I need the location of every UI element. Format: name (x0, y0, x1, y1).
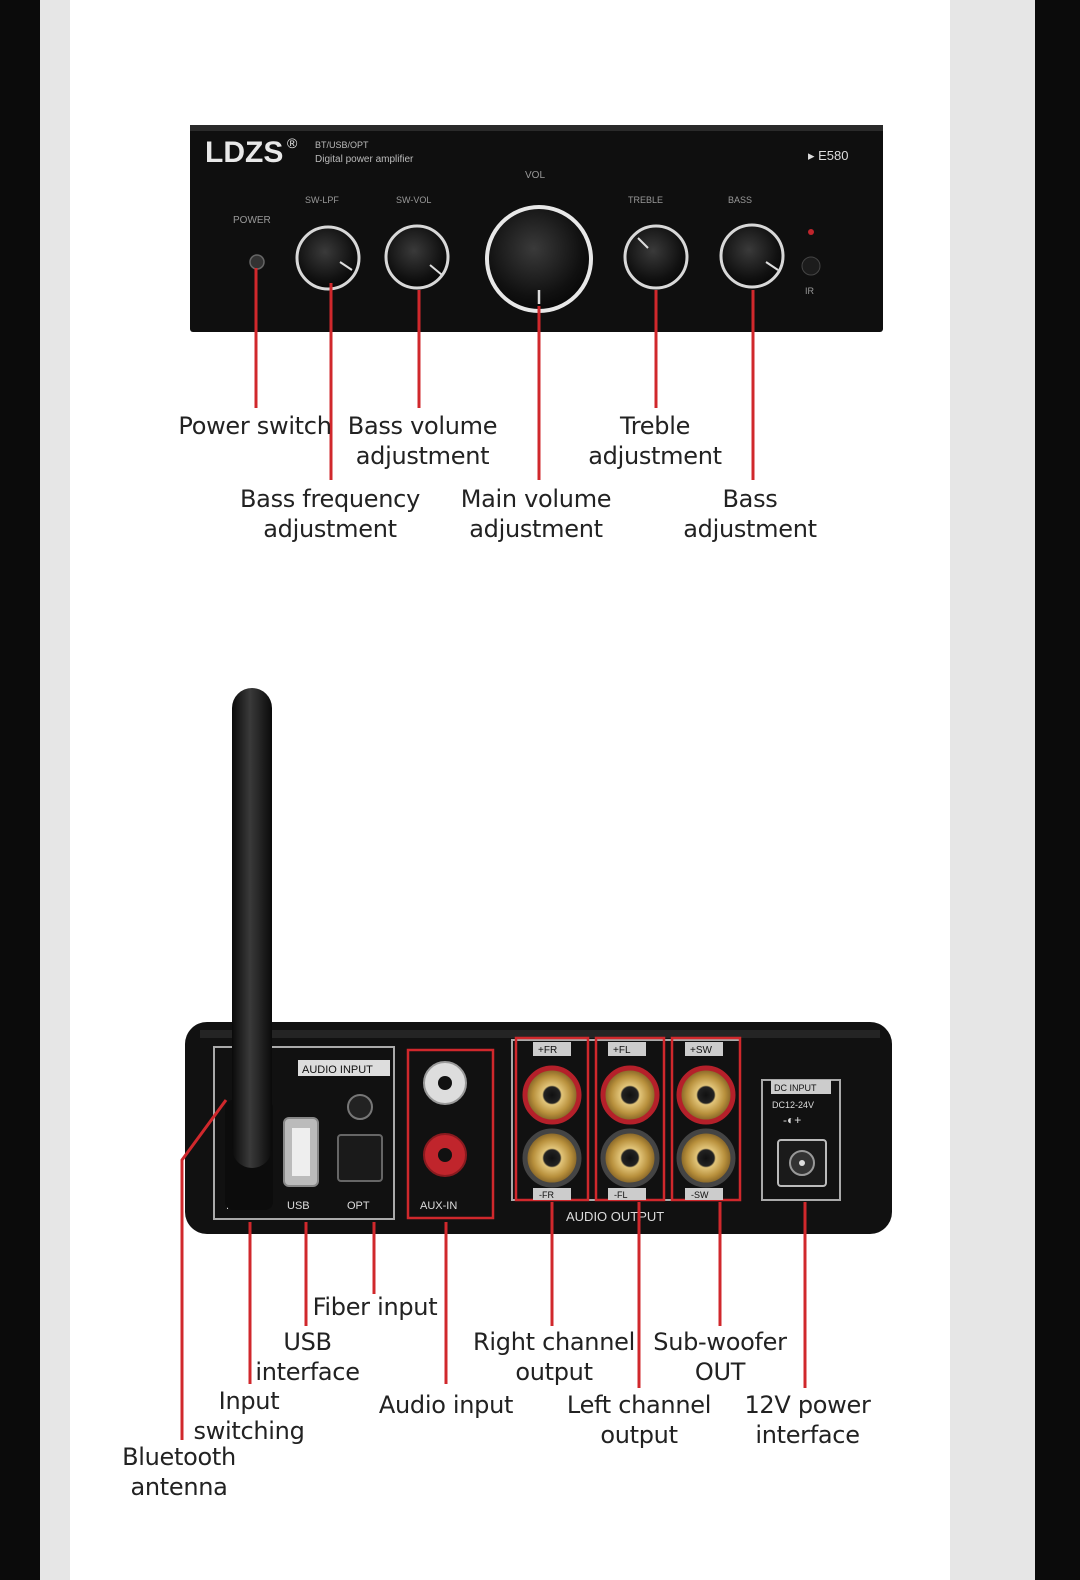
usb-port-label: USB (287, 1200, 310, 1212)
aux-jack[interactable] (347, 1094, 373, 1120)
ir-receiver (801, 256, 821, 276)
brand-mark: ® (287, 135, 298, 151)
callout-input-switching: Input switching (193, 1387, 305, 1445)
callout-left-channel: Left channel output (566, 1391, 712, 1449)
vol-label: VOL (525, 170, 545, 181)
dc-range-label: DC12-24V (772, 1100, 814, 1110)
power-label: POWER (233, 215, 271, 226)
callout-right-channel: Right channel output (473, 1328, 635, 1386)
fl-minus-label: -FL (614, 1190, 628, 1200)
sw-vol-label: SW-VOL (396, 195, 431, 205)
sw-minus-rca[interactable] (676, 1128, 736, 1188)
callout-subwoofer: Sub-woofer OUT (653, 1328, 787, 1386)
opt-port-label: OPT (347, 1200, 370, 1212)
front-subtitle-1: BT/USB/OPT (315, 140, 369, 150)
callout-power-switch: Power switch (178, 412, 332, 440)
ir-label: IR (805, 286, 815, 296)
front-panel: LDZS ® BT/USB/OPT Digital power amplifie… (190, 125, 883, 332)
back-panel: AUDIO INPUT INPUT USB OPT AUX-IN +FR +FL… (185, 1022, 892, 1234)
brand-logo: LDZS (205, 136, 283, 169)
fl-plus-label: +FL (613, 1045, 631, 1056)
power-switch[interactable] (249, 254, 265, 270)
model-label: ▸ E580 (808, 148, 849, 163)
optical-port[interactable] (337, 1134, 383, 1182)
callout-usb-interface: USB interface (255, 1328, 360, 1386)
sw-minus-label: -SW (691, 1190, 709, 1200)
dc-polarity-label: -◐+ (783, 1113, 801, 1127)
front-subtitle-2: Digital power amplifier (315, 154, 414, 165)
fr-minus-label: -FR (539, 1190, 554, 1200)
sw-vol-knob[interactable] (384, 224, 450, 290)
callout-12v-power: 12V power interface (744, 1391, 871, 1449)
front-callout-lines (254, 268, 755, 480)
callout-fiber-input: Fiber input (312, 1293, 438, 1321)
treble-label: TREBLE (628, 195, 663, 205)
sw-plus-label: +SW (690, 1045, 713, 1056)
fr-plus-label: +FR (538, 1045, 557, 1056)
callout-main-volume: Main volume adjustment (460, 485, 612, 543)
bass-knob[interactable] (719, 223, 785, 289)
sw-lpf-knob[interactable] (295, 225, 361, 291)
fr-minus-rca[interactable] (522, 1128, 582, 1188)
fl-plus-rca[interactable] (600, 1065, 660, 1125)
callout-audio-input: Audio input (378, 1391, 514, 1419)
dc-input-label: DC INPUT (774, 1083, 817, 1093)
bluetooth-antenna[interactable] (225, 688, 273, 1210)
audio-input-label: AUDIO INPUT (302, 1064, 373, 1076)
sw-plus-rca[interactable] (676, 1065, 736, 1125)
fl-minus-rca[interactable] (600, 1128, 660, 1188)
status-led (808, 229, 814, 235)
audio-output-label: AUDIO OUTPUT (566, 1209, 664, 1224)
callout-bass-volume: Bass volume adjustment (347, 412, 498, 470)
callout-bluetooth-antenna: Bluetooth antenna (122, 1443, 236, 1501)
sw-lpf-label: SW-LPF (305, 195, 339, 205)
callout-bass-frequency: Bass frequency adjustment (240, 485, 420, 543)
back-callout-lines (180, 1099, 807, 1440)
fr-plus-rca[interactable] (522, 1065, 582, 1125)
bass-label: BASS (728, 195, 752, 205)
treble-knob[interactable] (623, 224, 689, 290)
aux-in-label: AUX-IN (420, 1200, 457, 1212)
callout-bass: Bass adjustment (683, 485, 817, 543)
callout-treble: Treble adjustment (588, 412, 722, 470)
